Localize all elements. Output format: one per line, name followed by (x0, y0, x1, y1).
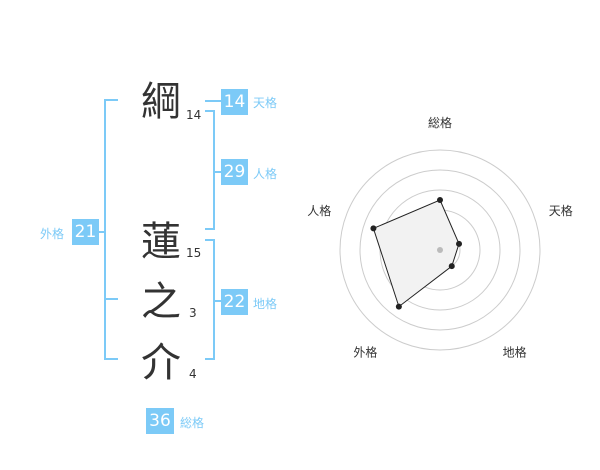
stroke-count-2: 15 (186, 246, 202, 260)
radar-point (395, 303, 402, 310)
jinkaku-label: 人格 (253, 167, 278, 181)
radar-data-area (372, 199, 460, 308)
name-character-3: 之 (141, 279, 181, 325)
radar-axis-label-jinkaku: 人格 (307, 203, 331, 218)
stroke-count-1: 14 (186, 108, 202, 122)
radar-point (456, 240, 463, 247)
tenkaku-connector (205, 100, 221, 102)
stroke-count-4: 4 (189, 367, 197, 381)
chikaku-badge: 22 (221, 289, 248, 315)
soukaku-label: 総格 (180, 416, 205, 430)
tenkaku-label: 天格 (253, 96, 278, 110)
name-character-2: 蓮 (141, 219, 181, 265)
name-character-4: 介 (141, 340, 181, 386)
gaikaku-label: 外格 (40, 227, 65, 241)
radar-ring (359, 169, 521, 331)
radar-center-dot (437, 247, 443, 253)
radar-ring (339, 149, 541, 351)
stroke-count-3: 3 (189, 306, 197, 320)
radar-point (437, 197, 443, 203)
radar-axis-label-gaikaku: 外格 (353, 345, 377, 360)
name-character-1: 綱 (141, 79, 181, 125)
radar-axis-label-chikaku: 地格 (503, 345, 527, 360)
gaikaku-badge: 21 (72, 219, 99, 245)
jinkaku-badge: 29 (221, 159, 248, 185)
radar-axis-label-tenkaku: 天格 (549, 203, 573, 218)
tenkaku-badge: 14 (221, 89, 248, 115)
radar-point (448, 263, 455, 270)
radar-point (370, 225, 377, 232)
radar-axis-label-soukaku: 総格 (428, 115, 452, 130)
chikaku-label: 地格 (253, 297, 278, 311)
soukaku-badge: 36 (146, 408, 174, 434)
radar-data-points (370, 197, 463, 310)
